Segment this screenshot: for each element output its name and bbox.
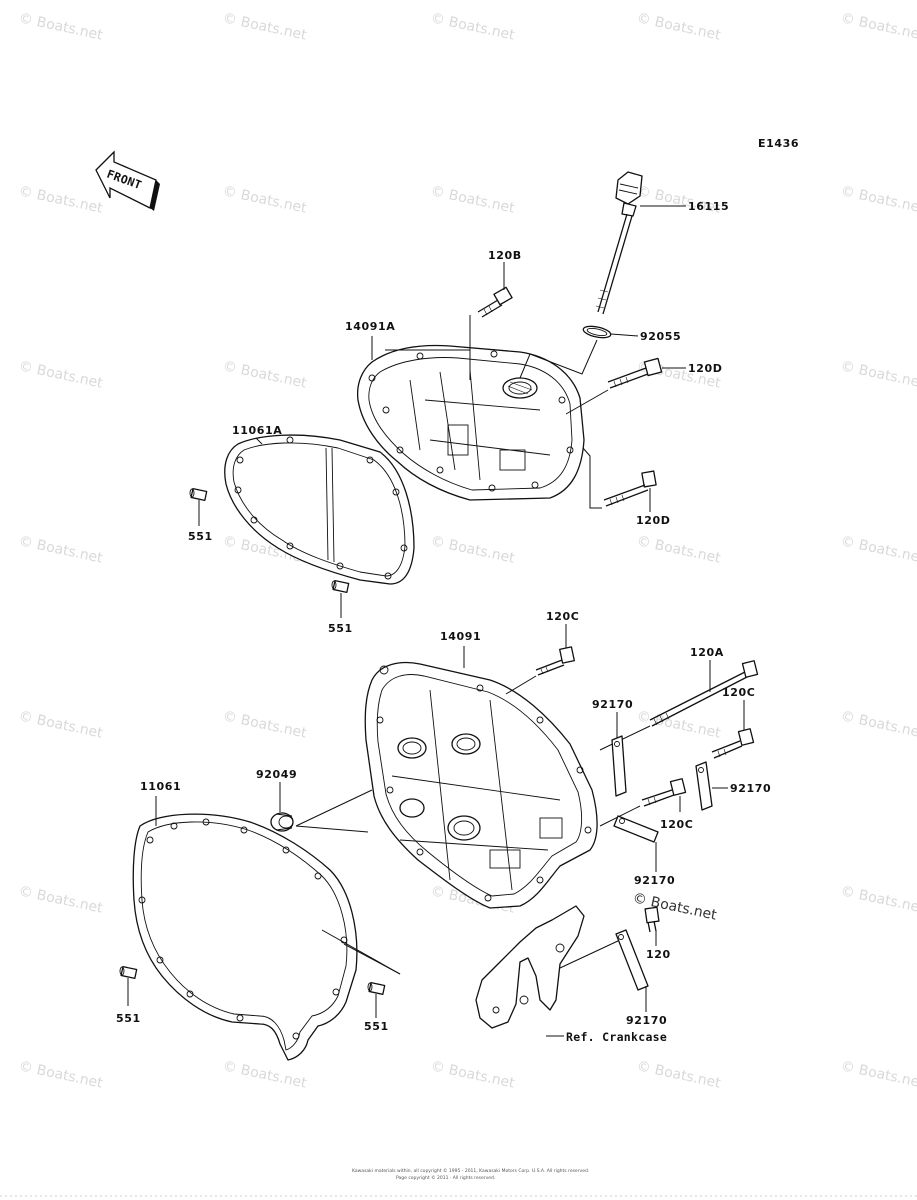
- oil-seal-92049: [270, 812, 294, 832]
- gasket-11061a: [224, 434, 415, 585]
- dowel-pin-551-d: [367, 981, 386, 995]
- bolt-120c-lower: [641, 778, 687, 807]
- clamp-92170-b: [695, 761, 713, 811]
- watermark: © Boats.net: [221, 708, 308, 742]
- part-label-551-a[interactable]: 551: [188, 530, 213, 543]
- watermark: © Boats.net: [839, 708, 917, 742]
- watermark: © Boats.net: [221, 358, 308, 392]
- bolt-120: [644, 906, 660, 933]
- part-label-120d-top[interactable]: 120D: [688, 362, 723, 375]
- clamp-92170-a: [611, 735, 627, 797]
- brand-watermark: © Boats.net: [631, 890, 718, 924]
- watermark: © Boats.net: [221, 1058, 308, 1092]
- part-label-92049[interactable]: 92049: [256, 768, 297, 781]
- part-label-120c-right[interactable]: 120C: [722, 686, 755, 699]
- watermark: © Boats.net: [839, 183, 917, 217]
- watermark: © Boats.net: [17, 533, 104, 567]
- watermark: © Boats.net: [429, 10, 516, 44]
- watermark: © Boats.net: [17, 10, 104, 44]
- part-label-120c-top[interactable]: 120C: [546, 610, 579, 623]
- dowel-pin-551-b: [331, 579, 350, 593]
- bolt-120a: [649, 660, 759, 727]
- watermark: © Boats.net: [429, 533, 516, 567]
- part-label-120d-bottom[interactable]: 120D: [636, 514, 671, 527]
- bolt-120c-top: [535, 646, 575, 676]
- bolt-120d-bottom: [603, 470, 657, 507]
- part-label-92170-b[interactable]: 92170: [730, 782, 771, 795]
- crankcase-reference: [475, 905, 585, 1029]
- inner-cover-14091: [364, 661, 598, 909]
- watermark: © Boats.net: [635, 10, 722, 44]
- watermark: © Boats.net: [17, 1058, 104, 1092]
- part-label-120a[interactable]: 120A: [690, 646, 724, 659]
- o-ring-92055: [582, 325, 612, 339]
- part-label-11061a[interactable]: 11061A: [232, 424, 282, 437]
- bolt-120b: [477, 286, 513, 318]
- bolt-120c-right: [711, 728, 755, 759]
- bolt-120d-top: [607, 357, 663, 389]
- watermark: © Boats.net: [221, 183, 308, 217]
- part-label-120b[interactable]: 120B: [488, 249, 522, 262]
- watermark: © Boats.net: [17, 883, 104, 917]
- watermark: © Boats.net: [17, 358, 104, 392]
- part-label-551-d[interactable]: 551: [364, 1020, 389, 1033]
- copyright-text-2: Page copyright © 2011 · All rights reser…: [396, 1174, 495, 1181]
- part-label-551-b[interactable]: 551: [328, 622, 353, 635]
- part-label-16115[interactable]: 16115: [688, 200, 729, 213]
- part-label-551-c[interactable]: 551: [116, 1012, 141, 1025]
- dipstick-16115: [595, 171, 643, 315]
- clamp-92170-c: [613, 815, 659, 843]
- watermark: © Boats.net: [635, 533, 722, 567]
- part-label-14091[interactable]: 14091: [440, 630, 481, 643]
- part-label-92170-a[interactable]: 92170: [592, 698, 633, 711]
- dowel-pin-551-c: [119, 965, 138, 979]
- copyright-text: Kawasaki materials within, all copyright…: [352, 1167, 589, 1174]
- outer-cover-14091a: [356, 344, 585, 501]
- watermark: © Boats.net: [839, 883, 917, 917]
- watermark: © Boats.net: [429, 1058, 516, 1092]
- part-label-11061[interactable]: 11061: [140, 780, 181, 793]
- part-label-92170-c[interactable]: 92170: [634, 874, 675, 887]
- watermark: © Boats.net: [839, 1058, 917, 1092]
- dowel-pin-551-a: [189, 487, 208, 501]
- part-label-120c-lower[interactable]: 120C: [660, 818, 693, 831]
- diagram-code: E1436: [758, 137, 799, 150]
- part-label-92170-d[interactable]: 92170: [626, 1014, 667, 1027]
- watermark: © Boats.net: [635, 1058, 722, 1092]
- watermark: © Boats.net: [635, 708, 722, 742]
- clamp-92170-d: [615, 929, 649, 991]
- watermark: © Boats.net: [839, 358, 917, 392]
- watermark: © Boats.net: [429, 183, 516, 217]
- front-arrow-icon: FRONT: [95, 150, 160, 211]
- watermark: © Boats.net: [17, 183, 104, 217]
- part-label-14091a[interactable]: 14091A: [345, 320, 395, 333]
- watermark: © Boats.net: [839, 533, 917, 567]
- watermark: © Boats.net: [17, 708, 104, 742]
- gasket-11061: [132, 813, 358, 1061]
- watermark: © Boats.net: [221, 10, 308, 44]
- reference-label[interactable]: Ref. Crankcase: [566, 1030, 667, 1044]
- part-label-120[interactable]: 120: [646, 948, 671, 961]
- watermark: © Boats.net: [839, 10, 917, 44]
- part-label-92055[interactable]: 92055: [640, 330, 681, 343]
